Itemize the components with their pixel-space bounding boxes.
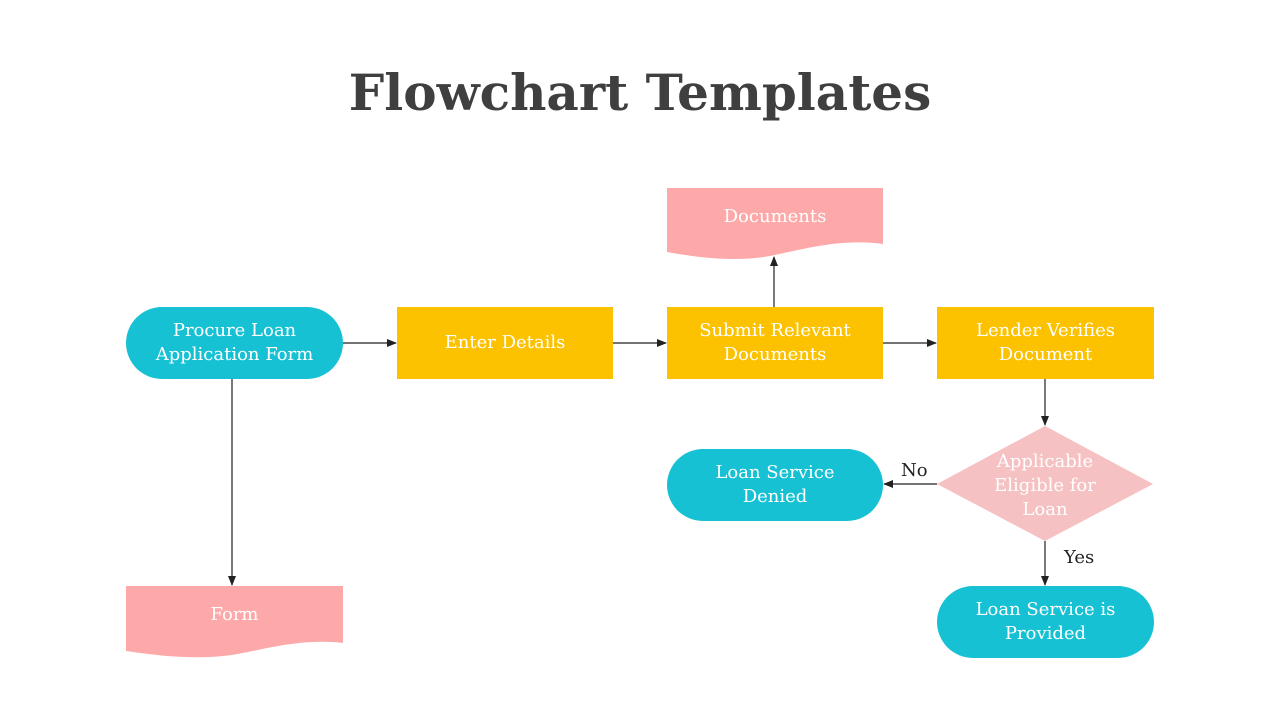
documents-node-label: Documents (723, 206, 827, 227)
eligibility-decision-shape (937, 426, 1153, 541)
enter-details-process-shape (397, 307, 613, 379)
documents-document-shape (667, 188, 883, 259)
provided-terminal-shape (937, 586, 1154, 658)
procure-terminal-shape (126, 307, 343, 379)
denied-terminal-shape (667, 449, 883, 521)
decision-node-label: Applicable Eligible for Loan (994, 451, 1096, 520)
form-document-shape (126, 586, 343, 658)
page-title: Flowchart Templates (348, 63, 932, 122)
provided-node-label: Loan Service is Provided (975, 599, 1116, 644)
enter-details-node-label: Enter Details (444, 332, 566, 353)
submit-documents-process-shape (667, 307, 883, 379)
procure-node-label: Procure Loan Application Form (155, 320, 314, 365)
edge-label-no: No (901, 460, 928, 481)
edge-label-yes: Yes (1064, 547, 1095, 568)
form-node-label: Form (210, 604, 259, 625)
denied-node-label: Loan Service Denied (715, 462, 835, 507)
lender-verifies-node-label: Lender Verifies Document (976, 320, 1115, 365)
submit-documents-node-label: Submit Relevant Documents (699, 320, 851, 365)
lender-verifies-process-shape (937, 307, 1154, 379)
